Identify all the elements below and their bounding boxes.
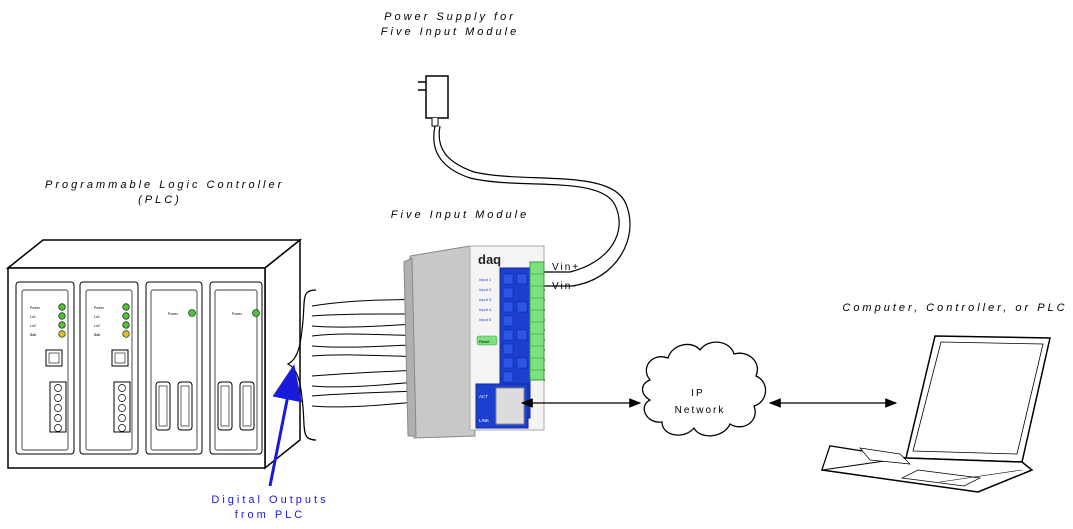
module-label: Five Input Module: [390, 209, 530, 221]
power-supply-label-line1: Power Supply for: [384, 11, 516, 23]
laptop-icon: [821, 335, 1051, 493]
svg-text:Input 4: Input 4: [479, 307, 492, 312]
computer-label: Computer, Controller, or PLC: [842, 302, 1068, 314]
svg-text:Ln1: Ln1: [94, 315, 100, 319]
svg-text:Batt: Batt: [94, 333, 100, 337]
svg-text:Power: Power: [168, 312, 179, 316]
svg-text:Ln2: Ln2: [94, 324, 100, 328]
digital-outputs-label: Digital Outputs from PLC: [195, 493, 345, 523]
ip-network-line1: IP: [691, 388, 704, 399]
plc-label-line1: Programmable Logic Controller: [45, 179, 285, 191]
ip-network-cloud: [641, 341, 767, 437]
svg-text:Batt: Batt: [30, 333, 36, 337]
svg-text:Reset: Reset: [479, 339, 490, 344]
svg-text:LINK: LINK: [479, 418, 489, 423]
svg-text:Ln2: Ln2: [30, 324, 36, 328]
power-supply-label-line2: Five Input Module: [380, 26, 520, 38]
svg-text:ACT: ACT: [479, 394, 488, 399]
plc-rack: Power Ln1 Ln2 Batt Power Ln1 Ln2 Batt: [5, 238, 303, 470]
ip-network-line2: Network: [675, 405, 726, 416]
vin-minus-label: Vin-: [552, 281, 578, 292]
digital-outputs-arrow: [268, 364, 302, 487]
plc-label: Programmable Logic Controller (PLC): [45, 178, 285, 208]
digital-outputs-line1: Digital Outputs: [211, 494, 329, 506]
svg-text:Input 3: Input 3: [479, 297, 492, 302]
vin-plus-label: Vin+: [552, 262, 580, 273]
svg-text:Power: Power: [232, 312, 243, 316]
svg-text:Power: Power: [94, 306, 105, 310]
svg-text:Input 1: Input 1: [479, 277, 492, 282]
power-cable: [433, 125, 631, 287]
wire-brace: [286, 289, 317, 441]
svg-text:Ln1: Ln1: [30, 315, 36, 319]
svg-text:Power: Power: [30, 306, 41, 310]
five-input-module: daq Input 1 Input 2 Input 3 Input 4 Inpu…: [403, 245, 545, 439]
power-supply-label: Power Supply for Five Input Module: [360, 10, 540, 40]
svg-text:Input 2: Input 2: [479, 287, 492, 292]
plc-label-line2: (PLC): [138, 194, 182, 206]
power-adapter-icon: [418, 75, 449, 127]
svg-text:Input 5: Input 5: [479, 317, 492, 322]
digital-outputs-line2: from PLC: [234, 509, 306, 521]
module-brand: daq: [478, 252, 501, 267]
